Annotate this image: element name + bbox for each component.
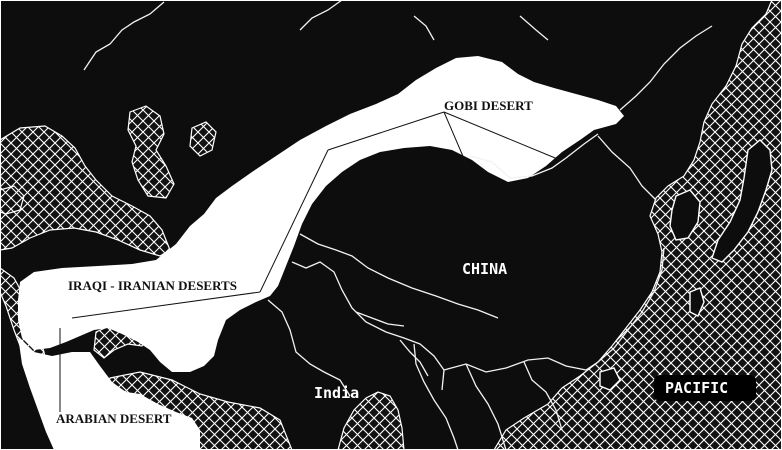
china-label: CHINA	[462, 260, 507, 278]
nepal-border	[355, 311, 405, 327]
small-coast-2	[519, 15, 549, 41]
desert-belt	[18, 56, 624, 372]
islands	[599, 139, 773, 391]
iranian-pointer-2	[71, 291, 261, 319]
mongolia-border	[469, 133, 599, 179]
iraqi-iranian-deserts-label: IRAQI - IRANIAN DESERTS	[68, 278, 237, 293]
arabian-peninsula	[18, 336, 200, 450]
china-coast	[585, 247, 665, 371]
china-east-border	[597, 135, 657, 201]
gobi-pointer-1	[327, 111, 445, 151]
mediterranean-sea	[0, 125, 171, 257]
country-borders	[83, 0, 713, 450]
russia-coast	[619, 25, 713, 111]
indochina-border-1	[465, 363, 507, 450]
korea-peninsula	[669, 189, 701, 241]
japan-island	[711, 139, 773, 263]
gobi-pointer-3	[443, 111, 561, 161]
caspian-sea	[127, 105, 175, 199]
black-sea-edge	[0, 185, 25, 215]
bay-of-bengal	[337, 391, 405, 450]
india-label: India	[314, 384, 359, 402]
hainan-island	[599, 367, 621, 391]
bangladesh-border	[399, 339, 429, 377]
north-coast	[299, 0, 343, 31]
pacific-ocean	[493, 0, 782, 450]
gobi-pointer-2	[443, 111, 469, 169]
pacific-label: PACIFIC	[665, 379, 728, 397]
indochina-border-3	[413, 343, 459, 450]
arabian-desert-label: ARABIAN DESERT	[56, 411, 172, 426]
himalaya-border	[299, 233, 499, 319]
india-west-border	[267, 299, 351, 397]
india-border	[291, 261, 445, 391]
china-south-border	[443, 357, 587, 373]
aral-sea	[189, 121, 217, 157]
europe-coast	[83, 1, 165, 71]
iranian-pointer-1	[259, 149, 329, 293]
taiwan-island	[689, 287, 705, 317]
pacific-label-box	[654, 375, 756, 401]
small-coast-1	[413, 15, 435, 41]
gobi-desert-label: GOBI DESERT	[444, 98, 533, 113]
indochina-border-2	[523, 361, 563, 431]
label-pointers	[59, 111, 561, 412]
desert-region	[18, 56, 624, 450]
